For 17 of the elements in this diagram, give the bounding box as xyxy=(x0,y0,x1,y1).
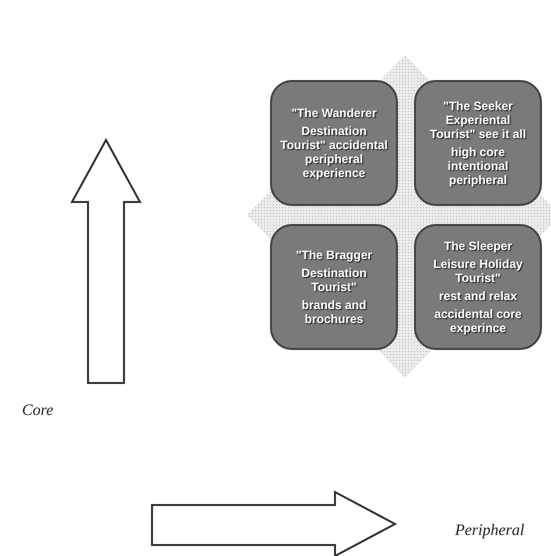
box-text: "The Bragger xyxy=(296,248,372,262)
box-text: The Sleeper xyxy=(444,239,512,253)
quadrant-box xyxy=(270,80,398,206)
axis-label: Peripheral xyxy=(455,522,524,540)
box-text: "The Seeker Experiental Tourist" see it all xyxy=(428,99,528,141)
quadrant-box xyxy=(270,224,398,350)
box-text: Destination Tourist" accidental peripheral experience xyxy=(279,124,389,180)
box-text: Leisure Holiday Tourist" xyxy=(432,257,524,285)
box-text: Destination Tourist" xyxy=(300,266,368,294)
quadrant-box xyxy=(414,80,542,206)
box-text: high core intentional peripheral xyxy=(446,145,510,187)
box-text: "The Wanderer xyxy=(291,106,377,120)
box-text: rest and relax xyxy=(438,289,518,303)
box-text: accidental core experince xyxy=(433,307,523,335)
box-text: brands and brochures xyxy=(300,298,368,326)
quadrant-box xyxy=(414,224,542,350)
axis-label: Core xyxy=(22,402,54,420)
